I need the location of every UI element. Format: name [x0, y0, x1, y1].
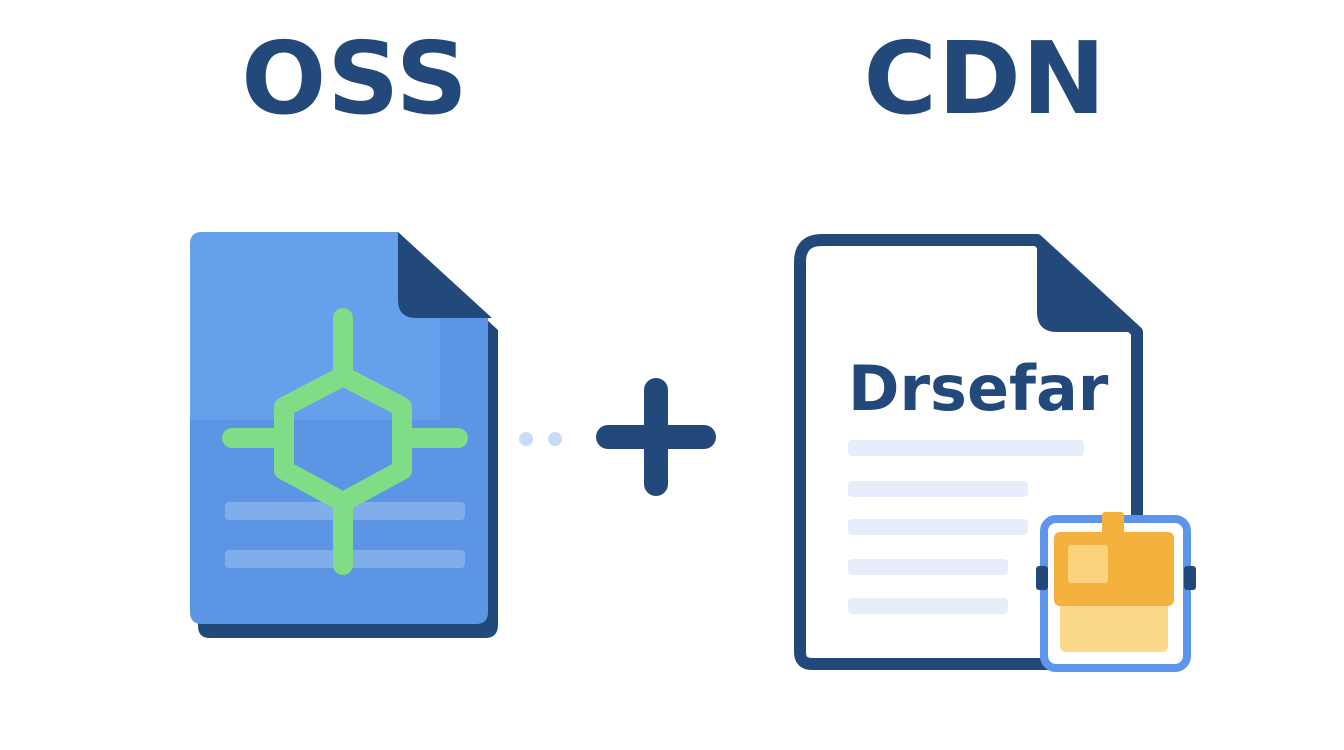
- cdn-title: CDN: [863, 20, 1107, 137]
- box-right-handle: [1184, 566, 1196, 590]
- blue-document-highlight: [190, 232, 440, 420]
- package-box-icon: [1036, 512, 1196, 672]
- box-left-handle: [1036, 566, 1048, 590]
- document-word: Drsefar: [848, 352, 1109, 425]
- oss-title: OSS: [241, 20, 469, 137]
- white-document-line-4: [848, 559, 1008, 575]
- white-document-corner-fold: [1037, 240, 1137, 332]
- white-document-line-1: [848, 440, 1084, 456]
- hexagon-node-icon: [222, 308, 468, 575]
- plus-icon: [596, 378, 716, 496]
- box-lid-highlight: [1068, 545, 1108, 583]
- white-document-line-5: [848, 598, 1008, 614]
- white-document-line-3: [848, 519, 1028, 535]
- blue-document-with-hexagon-icon: [190, 232, 498, 638]
- blue-document-corner-fold: [398, 232, 492, 318]
- box-top-tab: [1102, 512, 1124, 536]
- dotted-line-icon: [519, 432, 562, 446]
- white-document-line-2: [848, 481, 1028, 497]
